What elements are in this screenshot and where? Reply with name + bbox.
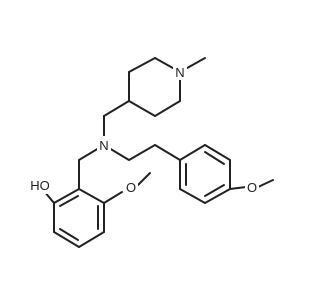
bond — [59, 228, 79, 241]
bond — [204, 151, 225, 165]
atom-label-methoxy-b: O — [247, 180, 257, 195]
bond — [204, 144, 231, 161]
atom-label-hydroxyl: HO — [30, 178, 50, 193]
bond — [53, 188, 80, 204]
bond — [179, 144, 206, 161]
bond — [103, 100, 130, 117]
atom-label-n-piperidine: N — [175, 65, 184, 80]
bond — [154, 100, 181, 117]
bond — [53, 231, 80, 248]
bond — [154, 144, 181, 161]
bond — [78, 188, 105, 204]
bond — [179, 188, 206, 204]
bond — [128, 57, 156, 73]
bond — [257, 179, 274, 188]
bond — [204, 188, 231, 204]
bond — [137, 172, 151, 186]
atom-label-methoxy-a: O — [126, 180, 136, 195]
atom-label-n-amine: N — [99, 138, 108, 153]
atom-labels: N N HO O O — [27, 63, 259, 196]
bond — [229, 186, 247, 190]
bond — [103, 191, 123, 204]
bond — [204, 184, 225, 197]
molecule-diagram: N N HO O O — [27, 57, 274, 248]
bond — [78, 231, 105, 248]
bond — [128, 144, 156, 161]
bond — [59, 195, 79, 207]
bond-lines — [43, 57, 274, 248]
bond — [128, 100, 156, 117]
